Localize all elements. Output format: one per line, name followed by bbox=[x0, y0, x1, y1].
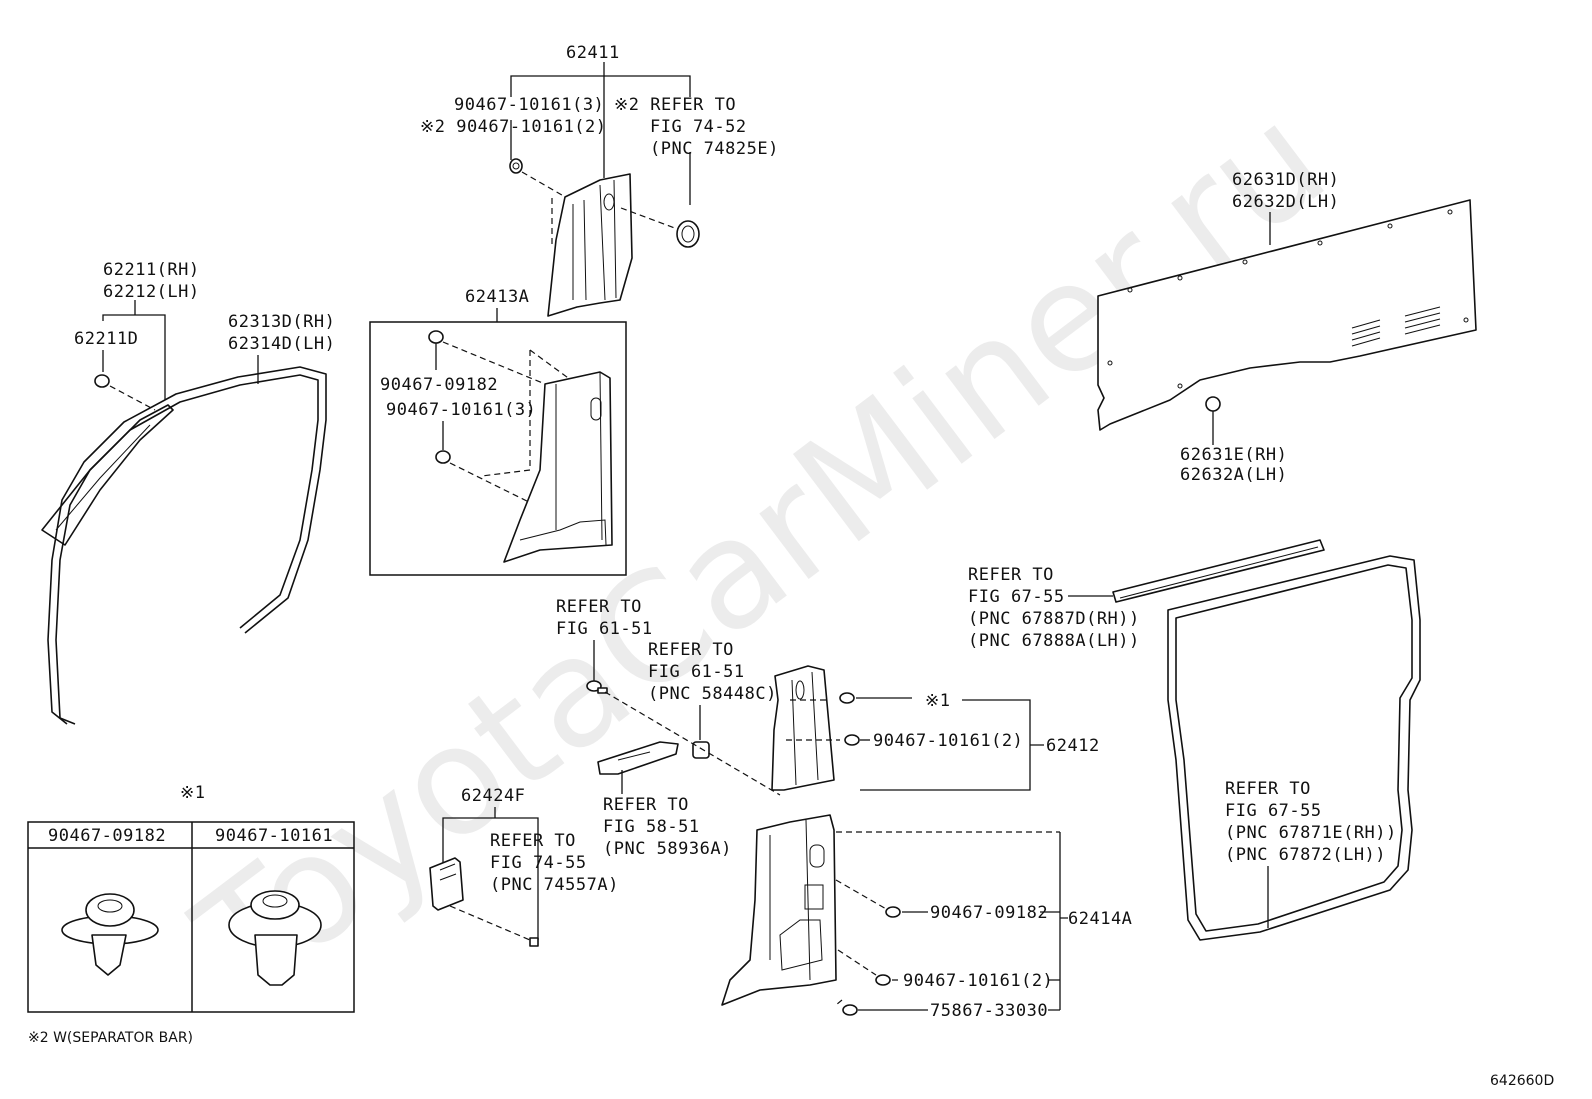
label-62212-lh: 62212(LH) bbox=[103, 282, 200, 302]
part-62412-group: REFER TO FIG 61-51 REFER TO FIG 61-51 (P… bbox=[556, 597, 1100, 859]
label-ref6755a-4: (PNC 67888A(LH)) bbox=[968, 631, 1140, 651]
assist-grip-58936a bbox=[597, 741, 679, 775]
clip-icon bbox=[435, 450, 451, 464]
part-62411-group: 62411 90467-10161(3) ※2 90467-10161(2) ※… bbox=[420, 43, 779, 317]
label-ref6755b-4: (PNC 67872(LH)) bbox=[1225, 845, 1386, 865]
label-62414a-clip2: 90467-10161(2) bbox=[903, 971, 1053, 991]
label-ref6151b-1: REFER TO bbox=[648, 640, 734, 660]
label-ref7455-1: REFER TO bbox=[490, 831, 576, 851]
sliding-door-weatherstrip-group: REFER TO FIG 67-55 (PNC 67887D(RH)) (PNC… bbox=[968, 539, 1421, 941]
label-62314d-lh: 62314D(LH) bbox=[228, 334, 335, 354]
part-62631d-group: 62631D(RH) 62632D(LH) 62631E(RH) 62632A(… bbox=[1097, 170, 1477, 485]
label-ref6755a-3: (PNC 67887D(RH)) bbox=[968, 609, 1140, 629]
lower-pillar-trim-62414a bbox=[721, 814, 837, 1006]
label-ref6755a-1: REFER TO bbox=[968, 565, 1054, 585]
label-ref6151a-1: REFER TO bbox=[556, 597, 642, 617]
label-62632a-lh: 62632A(LH) bbox=[1180, 465, 1287, 485]
label-ref6755b-2: FIG 67-55 bbox=[1225, 801, 1322, 821]
clip-icon bbox=[428, 330, 444, 344]
label-62411-ref3: (PNC 74825E) bbox=[650, 139, 779, 159]
label-62211d: 62211D bbox=[74, 329, 138, 349]
label-ref6755b-3: (PNC 67871E(RH)) bbox=[1225, 823, 1397, 843]
label-ref7455-3: (PNC 74557A) bbox=[490, 875, 619, 895]
label-62413a: 62413A bbox=[465, 287, 529, 307]
label-ref7455-2: FIG 74-55 bbox=[490, 853, 587, 873]
label-62211-rh: 62211(RH) bbox=[103, 260, 200, 280]
label-62413a-clip2: 90467-10161(3) bbox=[386, 400, 536, 420]
belt-moulding bbox=[1112, 539, 1325, 603]
label-62411-ref1: ※2 REFER TO bbox=[614, 95, 736, 115]
legend-col2-header: 90467-10161 bbox=[215, 826, 333, 846]
bolt-icon bbox=[586, 680, 608, 694]
clip-icon bbox=[1205, 396, 1221, 412]
clip-10161-icon bbox=[228, 890, 322, 986]
detail-box-62413a bbox=[369, 321, 627, 576]
clip-square bbox=[529, 937, 539, 947]
label-62414a: 62414A bbox=[1068, 909, 1132, 929]
clip-icon bbox=[509, 158, 523, 174]
label-62631d-rh: 62631D(RH) bbox=[1232, 170, 1339, 190]
part-62414a-group: 90467-09182 90467-10161(2) 75867-33030 6… bbox=[721, 814, 1132, 1021]
vent-slots bbox=[1351, 306, 1441, 347]
pillar-lower-trim-62413a bbox=[503, 371, 613, 563]
part-62211-group: 62211(RH) 62212(LH) 62211D 62313D(RH) 62… bbox=[41, 260, 335, 725]
grommet-icon bbox=[676, 220, 700, 248]
label-62632d-lh: 62632D(LH) bbox=[1232, 192, 1339, 212]
label-ref6151b-2: FIG 61-51 bbox=[648, 662, 745, 682]
label-62414a-clip3: 75867-33030 bbox=[930, 1001, 1048, 1021]
label-62411: 62411 bbox=[566, 43, 620, 63]
label-62631e-rh: 62631E(RH) bbox=[1180, 445, 1287, 465]
clip-legend-table: ※1 90467-09182 90467-10161 bbox=[27, 783, 355, 1013]
part-62424f-group: 62424F REFER TO FIG 74-55 (PNC 74557A) bbox=[429, 786, 619, 947]
label-62414a-clip1: 90467-09182 bbox=[930, 903, 1048, 923]
label-62412-clip: 90467-10161(2) bbox=[873, 731, 1023, 751]
bushing-icon bbox=[692, 741, 710, 759]
label-ref6755b-1: REFER TO bbox=[1225, 779, 1311, 799]
label-ref5851-3: (PNC 58936A) bbox=[603, 839, 732, 859]
label-62412: 62412 bbox=[1046, 736, 1100, 756]
label-62411-clip2: ※2 90467-10161(2) bbox=[420, 117, 607, 137]
label-62413a-clip1: 90467-09182 bbox=[380, 375, 498, 395]
bracket-62424f bbox=[429, 857, 464, 911]
part-62413a-group: 62413A 90467-09182 90467-10161(3) bbox=[369, 287, 627, 576]
label-ref6151b-3: (PNC 58448C) bbox=[648, 684, 777, 704]
label-ref6151a-2: FIG 61-51 bbox=[556, 619, 653, 639]
clip-09182-icon bbox=[61, 893, 159, 976]
label-62411-ref2: FIG 74-52 bbox=[650, 117, 747, 137]
clip-icon bbox=[94, 374, 110, 388]
diagram-id-code: 642660D bbox=[1490, 1073, 1554, 1089]
footnote-separator-bar: ※2 W(SEPARATOR BAR) bbox=[28, 1030, 193, 1046]
door-weatherstrip-67871e bbox=[1167, 555, 1421, 941]
label-ref6755a-2: FIG 67-55 bbox=[968, 587, 1065, 607]
label-ref5851-1: REFER TO bbox=[603, 795, 689, 815]
center-pillar-trim-62412 bbox=[771, 665, 835, 791]
legend-col1-header: 90467-09182 bbox=[48, 826, 166, 846]
quarter-trim-panel-62631d bbox=[1097, 199, 1477, 431]
clip-icon bbox=[839, 692, 860, 746]
clip-icon bbox=[842, 906, 901, 1016]
label-note1-b: ※1 bbox=[180, 783, 205, 803]
label-note1-a: ※1 bbox=[925, 691, 950, 711]
pillar-trim-62411 bbox=[547, 173, 633, 317]
label-ref5851-2: FIG 58-51 bbox=[603, 817, 700, 837]
door-weatherstrip-62313d bbox=[55, 374, 319, 725]
label-62313d-rh: 62313D(RH) bbox=[228, 312, 335, 332]
label-62411-clip1: 90467-10161(3) bbox=[454, 95, 604, 115]
label-62424f: 62424F bbox=[461, 786, 525, 806]
